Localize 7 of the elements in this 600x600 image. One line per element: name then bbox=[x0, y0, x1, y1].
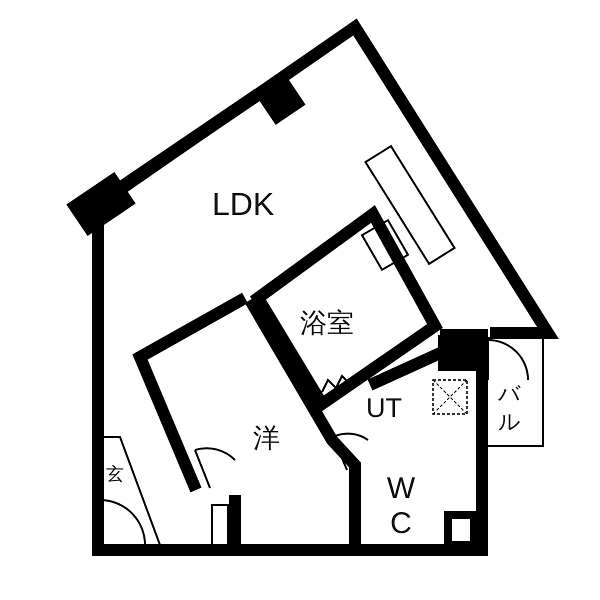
room-label: UT bbox=[366, 395, 402, 422]
room-label: 玄 bbox=[106, 465, 124, 483]
room-label: LDK bbox=[212, 188, 274, 220]
room-label: W C bbox=[386, 472, 416, 541]
room-label: 浴室 bbox=[300, 310, 354, 337]
room-label: 洋 bbox=[253, 425, 280, 452]
room-label: バル bbox=[498, 380, 522, 435]
